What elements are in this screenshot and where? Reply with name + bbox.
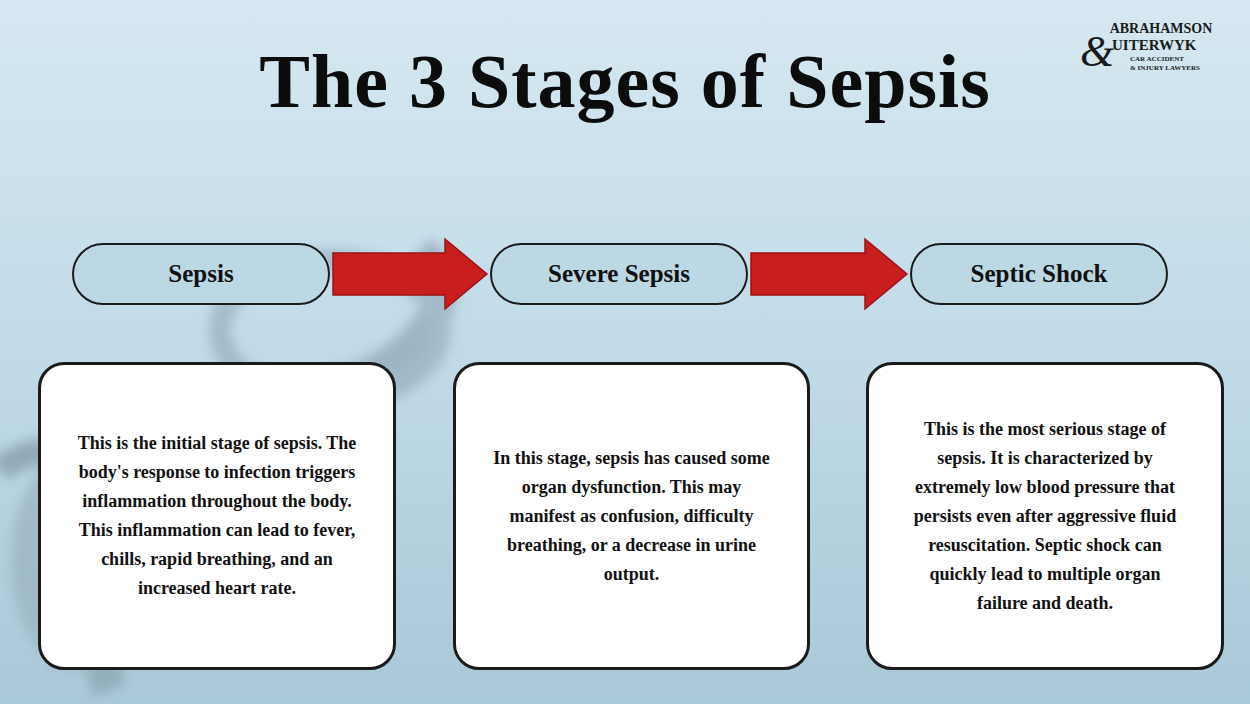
stage-pill: Severe Sepsis	[490, 243, 748, 305]
title: The 3 Stages of Sepsis	[0, 38, 1250, 125]
stage-name: Sepsis	[168, 260, 233, 288]
description-box: This is the initial stage of sepsis. The…	[38, 362, 396, 670]
logo-subtitle: & INJURY LAWYERS	[1130, 65, 1230, 72]
logo-subtitle: CAR ACCIDENT	[1130, 56, 1230, 63]
stage-description: This is the initial stage of sepsis. The…	[75, 429, 359, 603]
stage-pill: Septic Shock	[910, 243, 1168, 305]
stage-description: In this stage, sepsis has caused some or…	[490, 444, 773, 589]
block-arrow	[751, 239, 907, 309]
stage-description: This is the most serious stage of sepsis…	[903, 415, 1187, 618]
stage-name: Severe Sepsis	[548, 260, 690, 288]
block-arrow	[333, 239, 487, 309]
stage-name: Septic Shock	[971, 260, 1108, 288]
description-box: This is the most serious stage of sepsis…	[866, 362, 1224, 670]
stage-pill: Sepsis	[72, 243, 330, 305]
description-box: In this stage, sepsis has caused some or…	[453, 362, 810, 670]
logo-ampersand: &	[1080, 30, 1114, 74]
logo-text: UITERWYK	[1112, 38, 1236, 53]
